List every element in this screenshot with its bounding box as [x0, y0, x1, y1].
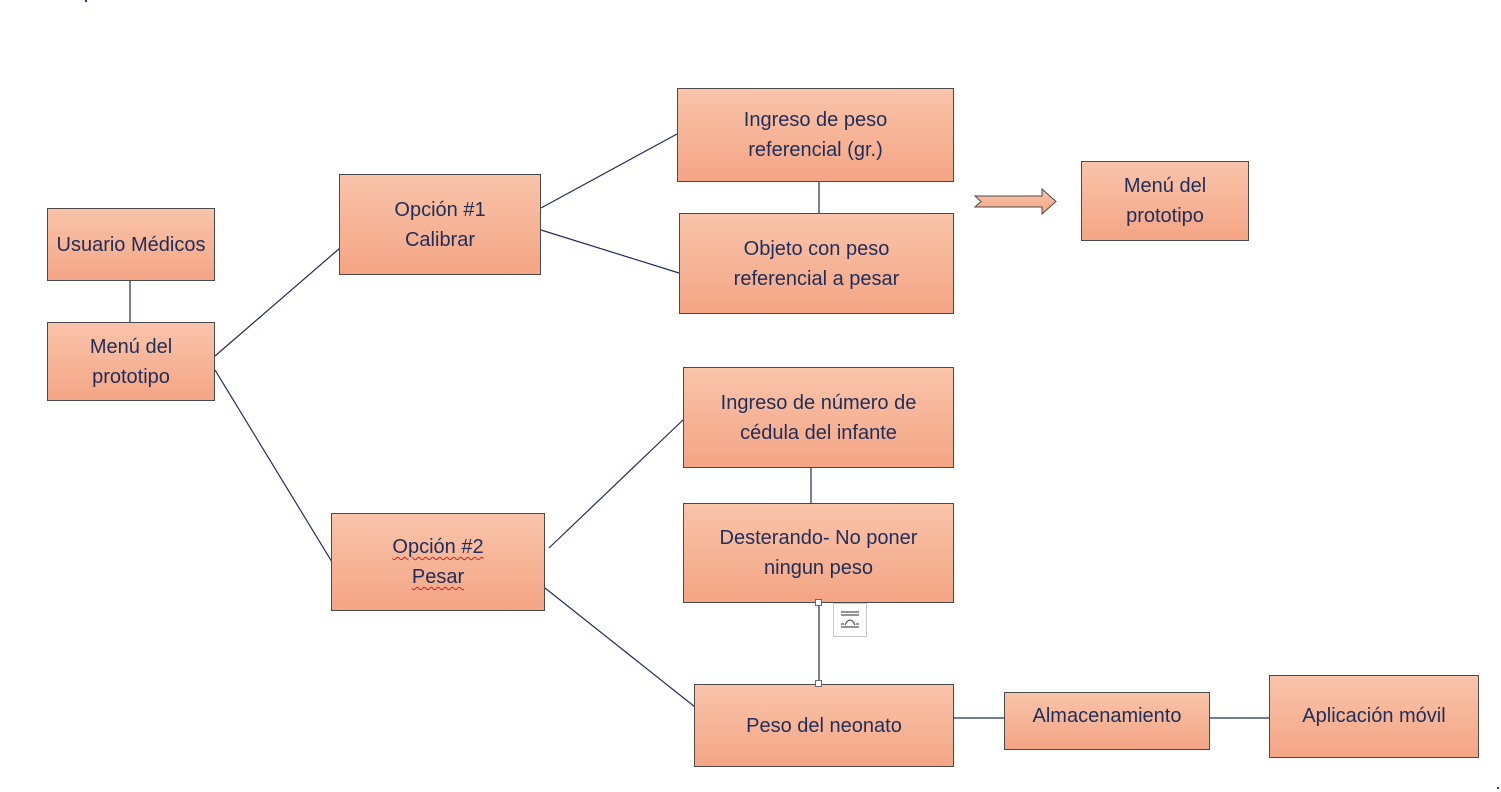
connector-opcion2-cedula [548, 418, 685, 549]
right-arrow-icon [973, 187, 1057, 216]
layout-options-icon [841, 611, 859, 628]
connector-handle-top[interactable] [815, 599, 822, 606]
menu-prototipo-left-box: Menú del prototipo [47, 322, 215, 401]
ingreso-peso-referencial-label: Ingreso de peso referencial (gr.) [743, 109, 888, 161]
connector-opcion2-neonato [544, 587, 696, 708]
stray-dot-bottom-right [1497, 787, 1499, 789]
menu-prototipo-right-label: Menú del prototipo [1123, 175, 1207, 227]
objeto-peso-referencial-label: Objeto con peso referencial a pesar [733, 237, 900, 290]
usuario-medicos-box: Usuario Médicos [47, 208, 215, 281]
opcion1-calibrar-box: Opción #1 Calibrar [339, 174, 541, 275]
connector-handle-bottom[interactable] [815, 680, 822, 687]
aplicacion-movil-box: Aplicación móvil [1269, 675, 1479, 758]
connector-menu-opcion2 [214, 369, 333, 563]
almacenamiento-label: Almacenamiento [1032, 705, 1182, 727]
peso-neonato-box: Peso del neonato [694, 684, 954, 767]
menu-prototipo-right-box: Menú del prototipo [1081, 161, 1249, 241]
menu-prototipo-left-label: Menú del prototipo [89, 335, 173, 388]
opcion2-label-line2: Pesar [411, 566, 465, 588]
objeto-peso-referencial-box: Objeto con peso referencial a pesar [679, 213, 954, 314]
usuario-medicos-label: Usuario Médicos [56, 233, 206, 256]
opcion2-pesar-box: Opción #2 Pesar [331, 513, 545, 611]
desterando-box: Desterando- No poner ningun peso [683, 503, 954, 603]
ingreso-cedula-label: Ingreso de número de cédula del infante [720, 391, 917, 444]
connector-opcion1-objeto [540, 229, 680, 274]
connector-menu-opcion1 [214, 247, 341, 357]
stray-dot-top-left [85, 0, 87, 2]
opcion2-label-line1: Opción #2 [392, 536, 484, 558]
layout-options-button[interactable] [833, 603, 867, 637]
ingreso-cedula-box: Ingreso de número de cédula del infante [683, 367, 954, 468]
ingreso-peso-referencial-box: Ingreso de peso referencial (gr.) [677, 88, 954, 182]
opcion1-calibrar-label: Opción #1 Calibrar [394, 198, 486, 251]
connector-opcion1-ingreso [540, 133, 678, 209]
peso-neonato-label: Peso del neonato [746, 714, 902, 737]
aplicacion-movil-label: Aplicación móvil [1302, 705, 1446, 727]
desterando-label: Desterando- No poner ningun peso [719, 527, 918, 579]
almacenamiento-box: Almacenamiento [1004, 692, 1210, 750]
